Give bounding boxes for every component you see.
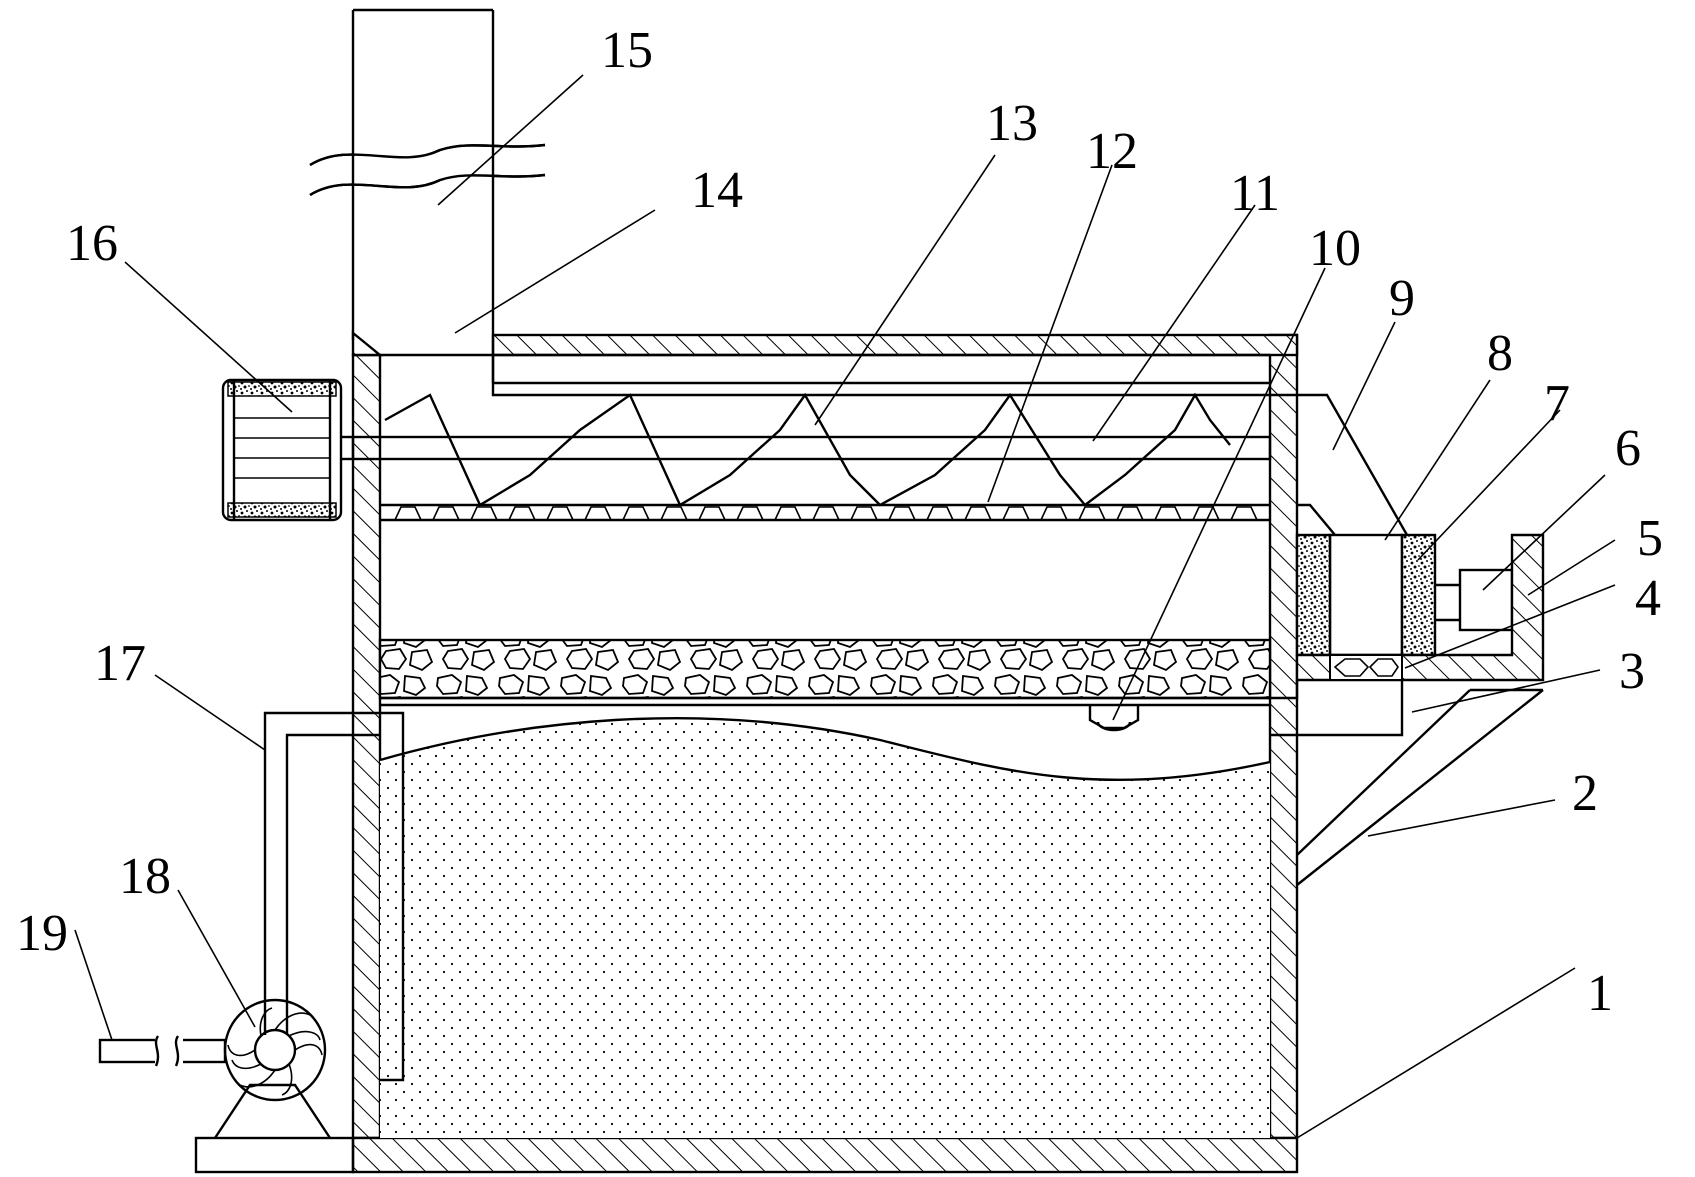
plate-hole [926,506,954,521]
label-3: 3 [1619,643,1645,700]
label-19: 19 [16,905,68,962]
plate-hole [1192,506,1220,521]
label-4: 4 [1635,570,1661,627]
screw-blade [384,392,1231,507]
plate-hole [774,506,802,521]
liquid-fill [380,718,1270,1138]
plate-hole [508,506,536,521]
part-labels: 1 2 3 4 5 6 7 8 9 10 11 12 13 14 15 16 1… [16,22,1663,1022]
screw-conveyor [351,392,1272,507]
label-11: 11 [1230,165,1280,222]
plate-hole [698,506,726,521]
label-13: 13 [986,95,1038,152]
label-6: 6 [1615,420,1641,477]
plate-holes [394,506,1258,521]
label-10: 10 [1309,220,1361,277]
plate-hole [546,506,574,521]
plate-hole [888,506,916,521]
plate-hole [1230,506,1258,521]
plate-hole [812,506,840,521]
plate-hole [394,506,422,521]
pump-system [98,711,405,1174]
exhaust-pipe [309,8,546,383]
plate-hole [736,506,764,521]
plate-hole [964,506,992,521]
plate-hole [1078,506,1106,521]
label-9: 9 [1389,270,1415,327]
label-16: 16 [66,215,118,272]
side-filter-unit [1270,393,1545,886]
plate-hole [660,506,688,521]
plate-hole [584,506,612,521]
plate-hole [470,506,498,521]
label-18: 18 [119,848,171,905]
label-1: 1 [1587,965,1613,1022]
plate-hole [1040,506,1068,521]
label-12: 12 [1086,123,1138,180]
perforated-plate [380,503,1270,522]
label-7: 7 [1544,375,1570,432]
label-5: 5 [1637,510,1663,567]
label-15: 15 [601,22,653,79]
label-17: 17 [94,635,146,692]
leader-lines [74,74,1616,1139]
label-2: 2 [1572,765,1598,822]
plate-hole [1116,506,1144,521]
spray-nozzle [1088,705,1140,730]
plate-hole [1154,506,1182,521]
plate-hole [1002,506,1030,521]
plate-hole [432,506,460,521]
label-14: 14 [691,162,743,219]
plate-hole [622,506,650,521]
motor [221,378,353,522]
label-8: 8 [1487,325,1513,382]
liquid-surface [379,717,1271,782]
plate-hole [850,506,878,521]
